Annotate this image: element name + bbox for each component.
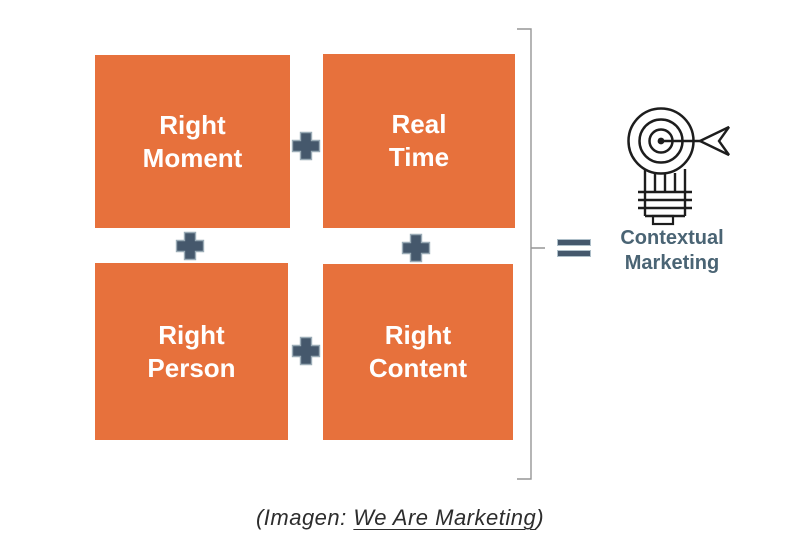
caption: (Imagen: We Are Marketing) <box>0 505 800 531</box>
caption-prefix: (Imagen: <box>255 505 354 530</box>
equals-icon <box>557 239 591 258</box>
plus-icon <box>291 336 321 366</box>
caption-suffix: ) <box>536 505 545 530</box>
box-right-moment: Right Moment <box>95 55 290 228</box>
box-real-time: Real Time <box>323 54 515 228</box>
plus-icon <box>401 233 431 263</box>
lightbulb-target-arrow-icon <box>627 107 730 226</box>
result-label: Contextual Marketing <box>620 227 724 274</box>
caption-source-link[interactable]: We Are Marketing <box>353 505 537 530</box>
box-right-person: Right Person <box>95 263 288 440</box>
box-right-content: Right Content <box>323 264 513 440</box>
bracket-icon <box>517 28 545 480</box>
plus-icon <box>175 231 205 261</box>
plus-icon <box>291 131 321 161</box>
